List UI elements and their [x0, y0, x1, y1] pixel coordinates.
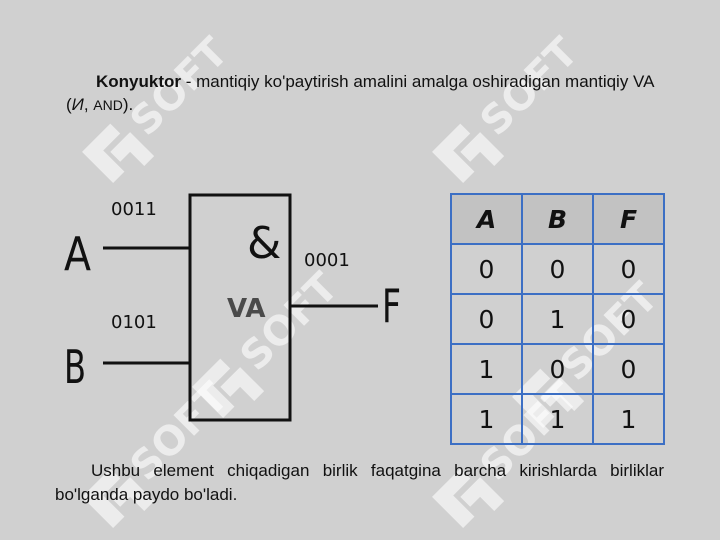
output-sequence: 0001 — [304, 250, 350, 271]
intro-and: AND — [93, 97, 123, 113]
table-cell: 0 — [592, 343, 665, 395]
outro-text: Ushbu element chiqadigan birlik faqatgin… — [55, 461, 664, 504]
outro-paragraph: Ushbu element chiqadigan birlik faqatgin… — [55, 459, 664, 507]
table-row: 0 0 0 — [450, 243, 665, 295]
intro-paragraph: Konyuktor - mantiqiy ko'paytirish amalin… — [66, 72, 654, 114]
header-f: F — [592, 193, 665, 245]
term-konyuktor: Konyuktor — [96, 72, 181, 91]
table-cell: 1 — [592, 393, 665, 445]
table-row: 0 1 0 — [450, 293, 665, 345]
header-a: A — [450, 193, 523, 245]
input-b-label: B — [64, 340, 86, 394]
input-b-sequence: 0101 — [111, 312, 157, 333]
and-symbol: & — [247, 218, 281, 269]
table-cell: 0 — [592, 243, 665, 295]
gate-label: VA — [227, 294, 265, 324]
table-cell: 0 — [592, 293, 665, 345]
table-cell: 1 — [521, 293, 594, 345]
output-label: F — [382, 279, 401, 333]
input-a-label: A — [64, 227, 91, 281]
table-cell: 0 — [521, 243, 594, 295]
and-gate-diagram: & VA A B F 0011 0101 0001 — [64, 193, 401, 422]
input-a-sequence: 0011 — [111, 199, 157, 220]
intro-text: - mantiqiy ko'paytirish amalini amalga o… — [66, 72, 654, 114]
table-cell: 0 — [521, 343, 594, 395]
table-cell: 1 — [450, 343, 523, 395]
table-cell: 1 — [521, 393, 594, 445]
truth-table-header-row: A B F — [450, 193, 665, 245]
table-row: 1 0 0 — [450, 343, 665, 395]
header-b: B — [521, 193, 594, 245]
table-cell: 0 — [450, 243, 523, 295]
truth-table: A B F 0 0 0 0 1 0 1 0 0 1 1 1 — [450, 193, 665, 445]
table-cell: 0 — [450, 293, 523, 345]
table-cell: 1 — [450, 393, 523, 445]
intro-cyrillic: И — [71, 95, 84, 114]
table-row: 1 1 1 — [450, 393, 665, 445]
